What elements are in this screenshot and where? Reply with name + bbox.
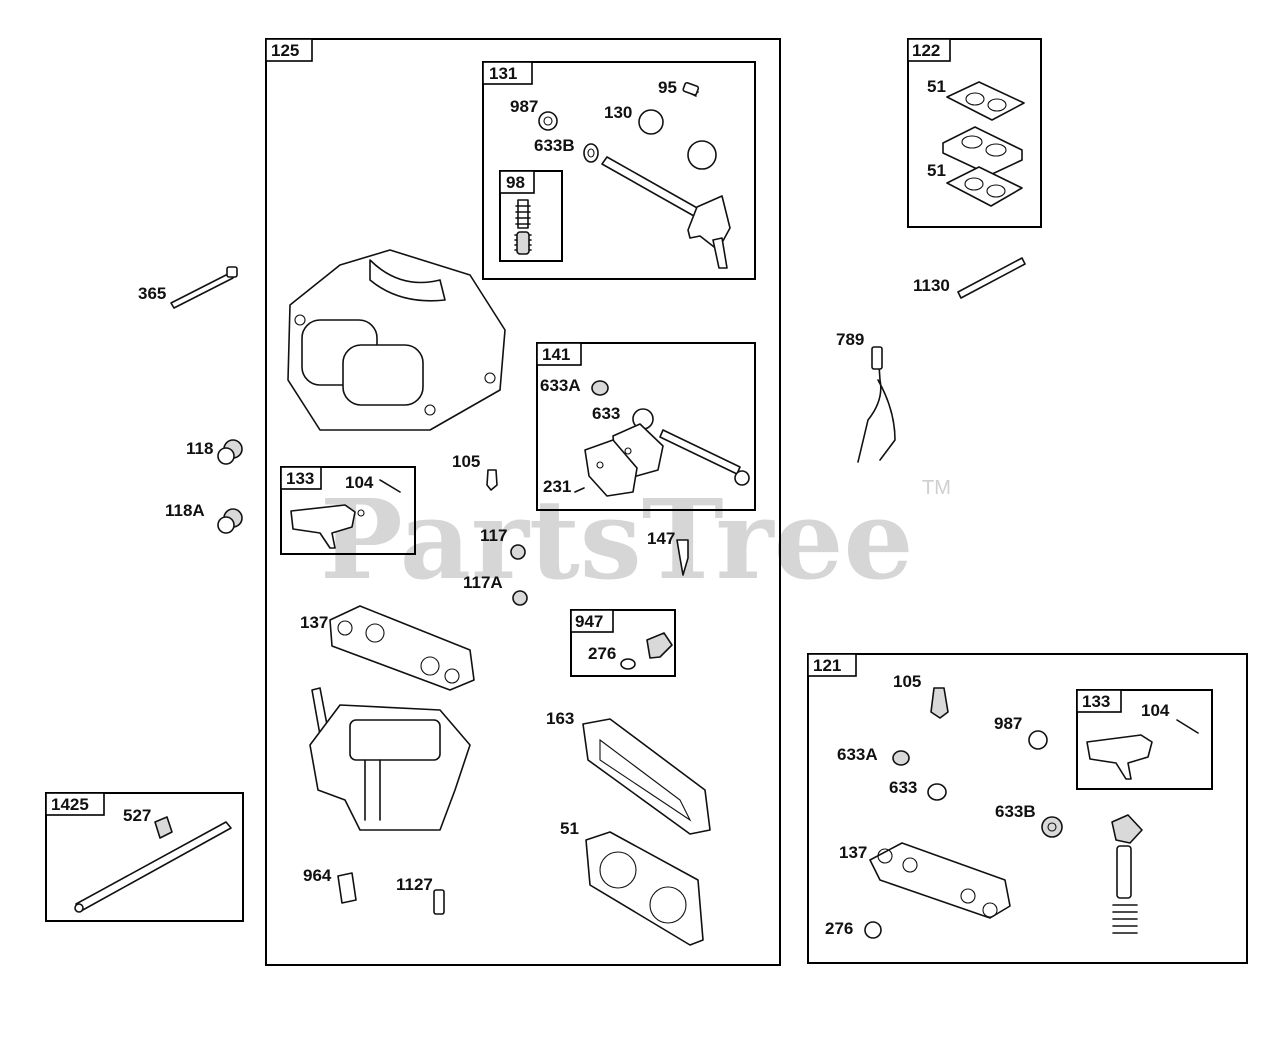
group-125[interactable]: 125 [265, 38, 781, 966]
group-131[interactable]: 131 [482, 61, 756, 280]
label-117: 117 [480, 526, 507, 545]
label-163: 163 [546, 709, 574, 728]
group-133-right[interactable]: 133 [1076, 689, 1213, 790]
label-633: 633 [592, 404, 620, 423]
gasket-51-icon [585, 831, 704, 946]
group-125-tag: 125 [271, 41, 299, 60]
label-789: 789 [836, 330, 864, 349]
group-122[interactable]: 122 [907, 38, 1042, 228]
label-1130: 1130 [913, 276, 950, 295]
label-105-kit: 105 [893, 672, 921, 691]
group-98-tag: 98 [506, 173, 525, 192]
label-633B-kit: 633B [995, 802, 1036, 821]
label-51-upper: 51 [927, 77, 946, 96]
label-276: 276 [588, 644, 616, 663]
carburetor-body-icon [287, 249, 506, 431]
watermark-text: PartsTree [320, 475, 914, 604]
label-104-kit: 104 [1141, 701, 1170, 720]
label-117A: 117A [463, 573, 503, 592]
gasket-137-icon [329, 605, 475, 691]
float-pin-icon [290, 479, 401, 549]
label-633B: 633B [534, 136, 575, 155]
label-105: 105 [452, 452, 480, 471]
label-987: 987 [510, 97, 538, 116]
label-365: 365 [138, 284, 166, 303]
group-122-tag: 122 [912, 41, 940, 60]
small-parts-icon [337, 257, 1026, 915]
solenoid-icon [620, 632, 673, 670]
label-633A-kit: 633A [837, 745, 878, 764]
group-121[interactable]: 121 [807, 653, 1248, 964]
fuel-line-icon [74, 816, 232, 913]
label-95: 95 [658, 78, 677, 97]
bolt-365-icon [170, 266, 238, 309]
group-133-left-tag: 133 [286, 469, 314, 488]
jet-118-icon [217, 439, 243, 534]
label-104: 104 [345, 473, 374, 492]
label-51-lower: 51 [927, 161, 946, 180]
gasket-163-icon [582, 718, 711, 835]
label-1127: 1127 [396, 875, 433, 894]
label-231: 231 [543, 477, 571, 496]
label-964: 964 [303, 866, 332, 885]
choke-shaft-assembly-icon [574, 380, 750, 497]
throttle-shaft-assembly-icon [538, 81, 731, 269]
group-121-tag: 121 [813, 656, 841, 675]
group-141[interactable]: 141 [536, 342, 756, 511]
group-133-left[interactable]: 133 [280, 466, 416, 555]
float-bowl-icon [309, 687, 471, 831]
group-141-tag: 141 [542, 345, 570, 364]
label-633-kit: 633 [889, 778, 917, 797]
group-133-right-tag: 133 [1082, 692, 1110, 711]
label-137: 137 [300, 613, 328, 632]
idle-screw-spring-icon [514, 199, 532, 255]
intake-gasket-set-icon [942, 81, 1025, 207]
label-276-kit: 276 [825, 919, 853, 938]
group-1425[interactable]: 1425 [45, 792, 244, 922]
label-633A: 633A [540, 376, 581, 395]
group-98[interactable]: 98 [499, 170, 563, 262]
label-137-kit: 137 [839, 843, 867, 862]
label-527: 527 [123, 806, 151, 825]
carb-overhaul-kit-icon [864, 687, 1199, 939]
group-131-tag: 131 [489, 64, 517, 83]
label-147: 147 [647, 529, 675, 548]
label-51: 51 [560, 819, 579, 838]
group-947[interactable]: 947 [570, 609, 676, 677]
label-118A: 118A [165, 501, 205, 520]
label-130: 130 [604, 103, 632, 122]
label-118: 118 [186, 439, 213, 458]
label-987-kit: 987 [994, 714, 1022, 733]
watermark-trademark: TM [922, 477, 951, 499]
group-1425-tag: 1425 [51, 795, 89, 814]
group-947-tag: 947 [575, 612, 603, 631]
